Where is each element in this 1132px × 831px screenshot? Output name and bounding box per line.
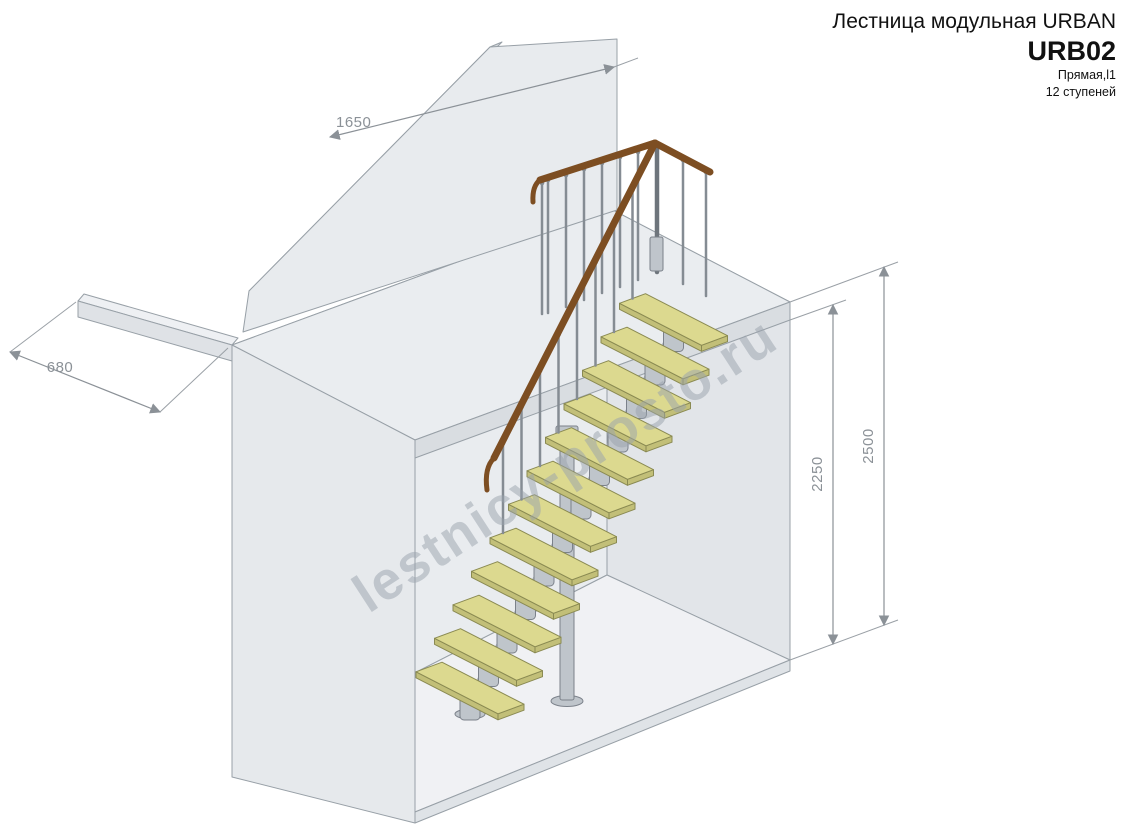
ext-line-680-left (9, 301, 77, 353)
stair-tread (545, 427, 654, 480)
stair-tread (452, 594, 562, 648)
product-title: Лестница модульная URBAN (832, 10, 1116, 33)
stair-tread (415, 661, 525, 715)
stair-tread (600, 326, 710, 380)
stair-tread (489, 527, 599, 581)
stair-tread (619, 293, 728, 346)
railing-post-adjuster (649, 236, 664, 272)
stair-tread (582, 360, 691, 413)
ext-line-2250-top (789, 299, 847, 321)
stair-tread (563, 393, 673, 447)
dimensions: 1650 680 2250 2500 (8, 57, 899, 661)
title-block: Лестница модульная URBAN URB02 Прямая,l1… (832, 10, 1116, 101)
loft-railing (649, 143, 664, 275)
staircase (415, 293, 728, 721)
dimension-label-2250: 2250 (809, 456, 826, 491)
dimension-label-1650: 1650 (336, 114, 371, 131)
stair-handrail (490, 139, 659, 462)
ledge-edge (77, 300, 233, 362)
dimension-label-680: 680 (47, 359, 74, 376)
room-left-wall (231, 344, 416, 824)
dimension-label-2500: 2500 (860, 428, 877, 463)
ext-line-680-right (159, 347, 229, 413)
stair-tread (434, 628, 543, 681)
ext-line-right-bottom (789, 619, 899, 661)
handrails (483, 139, 714, 493)
ext-line-2500-top (789, 261, 899, 303)
stair-tread (471, 561, 580, 614)
loft-handrail-endcap (530, 177, 543, 205)
dimension-line-1650 (328, 64, 616, 140)
stair-handrail-curl (483, 455, 497, 493)
model-code: URB02 (1027, 36, 1116, 66)
ext-line-1650-right (613, 57, 639, 68)
stair-tread (526, 460, 636, 514)
steps-label: 12 ступеней (1045, 84, 1116, 99)
stair-tread (508, 494, 617, 547)
type-label: Прямая,l1 (1057, 68, 1116, 82)
dimension-line-680 (8, 350, 162, 414)
loft-handrail-left (536, 139, 659, 184)
loft-handrail-end (651, 139, 714, 176)
